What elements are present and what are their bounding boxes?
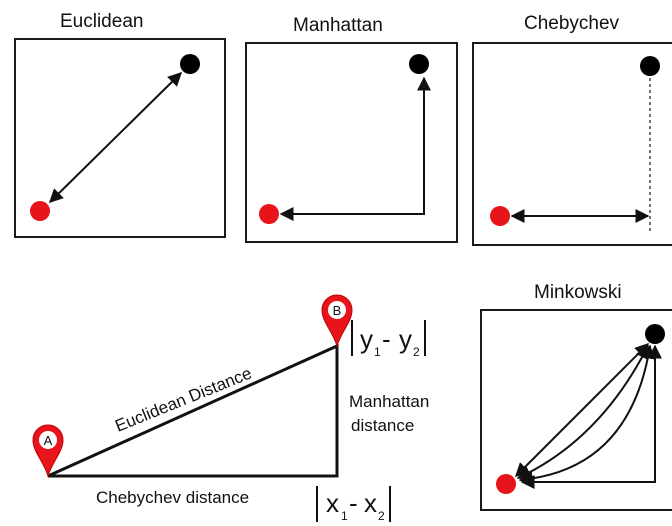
- svg-text:2: 2: [413, 345, 420, 359]
- manhattan-point-a: [259, 204, 279, 224]
- minkowski-curve-p3: [518, 344, 655, 486]
- chebychev-label: Chebychev distance: [96, 488, 249, 507]
- chebychev-point-b: [640, 56, 660, 76]
- svg-text:-: -: [382, 324, 391, 354]
- pin-b-label: B: [333, 303, 342, 318]
- svg-text:x: x: [326, 488, 339, 518]
- chebychev-title: Chebychev: [524, 13, 620, 34]
- manhattan-title: Manhattan: [293, 15, 383, 36]
- svg-text:y: y: [360, 324, 373, 354]
- pin-b: B: [321, 294, 353, 348]
- triangle-sides: [47, 343, 339, 478]
- chebychev-point-a: [490, 206, 510, 226]
- minkowski-diagram: [496, 324, 665, 494]
- manhattan-label-line1: Manhattan: [349, 392, 429, 411]
- svg-text:1: 1: [374, 345, 381, 359]
- euclidean-diagram: [30, 54, 200, 221]
- x-difference-expression: x 1 - x 2: [316, 486, 391, 523]
- pin-a: A: [32, 424, 64, 478]
- y-difference-expression: y 1 - y 2: [351, 320, 426, 359]
- svg-text:2: 2: [378, 509, 385, 523]
- minkowski-curve-p1: [515, 343, 649, 477]
- euclidean-point-b: [180, 54, 200, 74]
- hypotenuse-label: Euclidean Distance: [112, 364, 254, 436]
- svg-text:-: -: [349, 488, 358, 518]
- minkowski-point-b: [645, 324, 665, 344]
- svg-text:y: y: [399, 324, 412, 354]
- euclidean-title: Euclidean: [60, 11, 144, 32]
- euclidean-distance-arrow: [49, 72, 182, 203]
- minkowski-point-a: [496, 474, 516, 494]
- minkowski-curve-p4: [520, 344, 662, 489]
- pin-a-label: A: [44, 433, 53, 448]
- distance-triangle: Euclidean Distance: [47, 343, 339, 478]
- manhattan-label-line2: distance: [351, 416, 414, 435]
- euclidean-point-a: [30, 201, 50, 221]
- manhattan-diagram: [259, 54, 431, 224]
- chebychev-diagram: [490, 56, 660, 232]
- svg-text:x: x: [364, 488, 377, 518]
- manhattan-point-b: [409, 54, 429, 74]
- svg-text:1: 1: [341, 509, 348, 523]
- manhattan-distance-path: [279, 76, 431, 221]
- minkowski-title: Minkowski: [534, 282, 622, 303]
